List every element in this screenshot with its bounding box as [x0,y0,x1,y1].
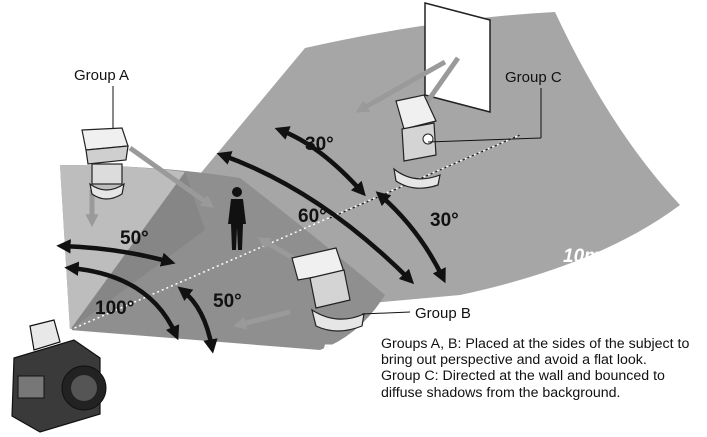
distance-label-10m: 10m [563,246,601,267]
leader-lines [112,86,542,315]
angle-label-a-50: 50° [120,228,149,249]
group-b-label: Group B [415,305,471,322]
wall-panel-icon [424,2,491,113]
flash-unit-icon [393,94,441,189]
camera-icon [11,319,107,433]
arc-c-30-right [375,191,446,284]
diagram-caption: Groups A, B: Placed at the sides of the … [381,336,701,401]
arc-a-50 [56,239,176,267]
angle-arcs [56,126,446,354]
flash-unit-icon [81,127,129,200]
caption-groups-ab: Groups A, B: Placed at the sides of the … [381,336,690,369]
caption-group-c: Group C: Directed at the wall and bounce… [381,368,665,401]
group-c-label: Group C [505,69,562,86]
angle-label-a-100: 100° [95,298,134,319]
angle-label-b-50: 50° [213,291,242,312]
angle-label-c-30-top: 30° [305,134,334,155]
angle-label-60: 60° [298,206,327,227]
angle-label-c-30-right: 30° [430,210,459,231]
distance-label-5m: 5m [322,342,350,363]
arc-a-100 [64,261,180,341]
person-icon [228,187,246,250]
arc-b-50 [177,286,218,354]
flash-unit-icon [291,247,365,332]
group-a-label: Group A [74,67,129,84]
